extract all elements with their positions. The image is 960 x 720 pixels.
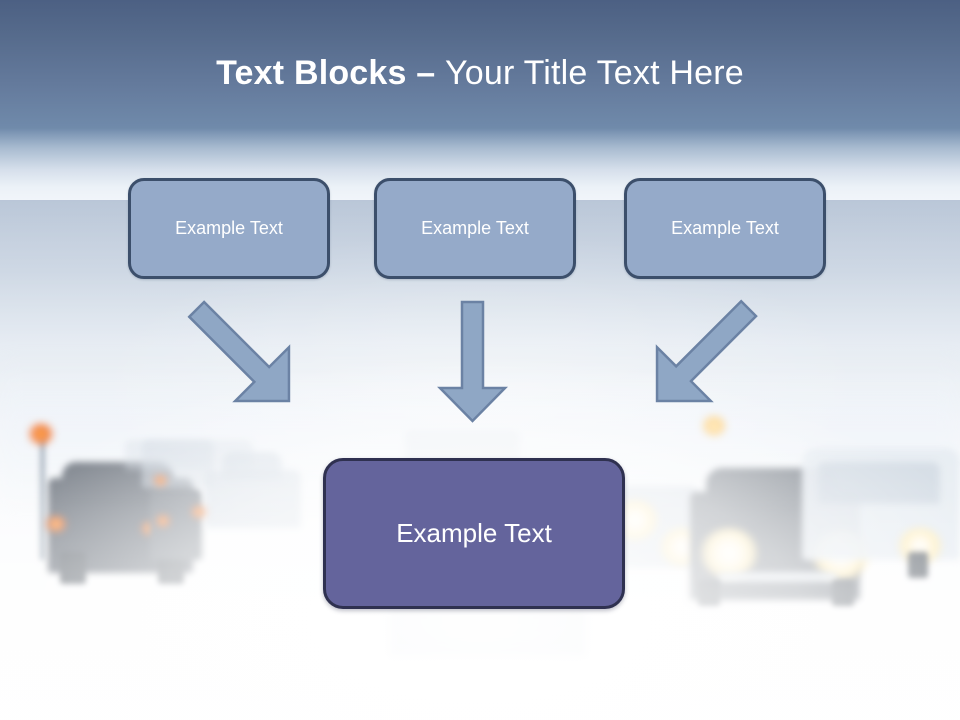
vehicle-wheel <box>60 552 86 584</box>
text-block-3-label: Example Text <box>671 218 779 238</box>
page-title-dash: – <box>406 54 446 92</box>
vehicle-wheel <box>908 552 928 578</box>
tail-light-glow <box>190 506 208 518</box>
result-block-label: Example Text <box>396 518 552 548</box>
page-title: Text Blocks – Your Title Text Here <box>0 52 960 94</box>
vehicle-silhouette <box>125 440 253 470</box>
street-light-glow <box>702 416 726 436</box>
tail-light-glow <box>153 475 168 486</box>
text-block-1[interactable]: Example Text <box>128 178 330 279</box>
text-block-1-label: Example Text <box>175 218 283 238</box>
text-block-2[interactable]: Example Text <box>374 178 576 279</box>
vehicle-wheel <box>698 580 720 606</box>
tail-light-glow <box>44 516 68 532</box>
head-light-glow <box>700 528 758 578</box>
result-block[interactable]: Example Text <box>323 458 625 609</box>
tail-light-glow <box>28 423 54 445</box>
text-block-2-label: Example Text <box>421 218 529 238</box>
page-title-light: Your Title Text Here <box>445 54 744 92</box>
page-title-bold: Text Blocks <box>216 54 407 92</box>
lamp-post-left <box>40 430 45 560</box>
van-window <box>818 462 940 504</box>
vehicle-grille <box>718 572 838 582</box>
text-block-3[interactable]: Example Text <box>624 178 826 279</box>
tail-light-glow <box>155 515 171 527</box>
vehicle-silhouette <box>438 630 542 640</box>
title-banner <box>0 0 960 200</box>
vehicle-wheel <box>832 580 854 606</box>
